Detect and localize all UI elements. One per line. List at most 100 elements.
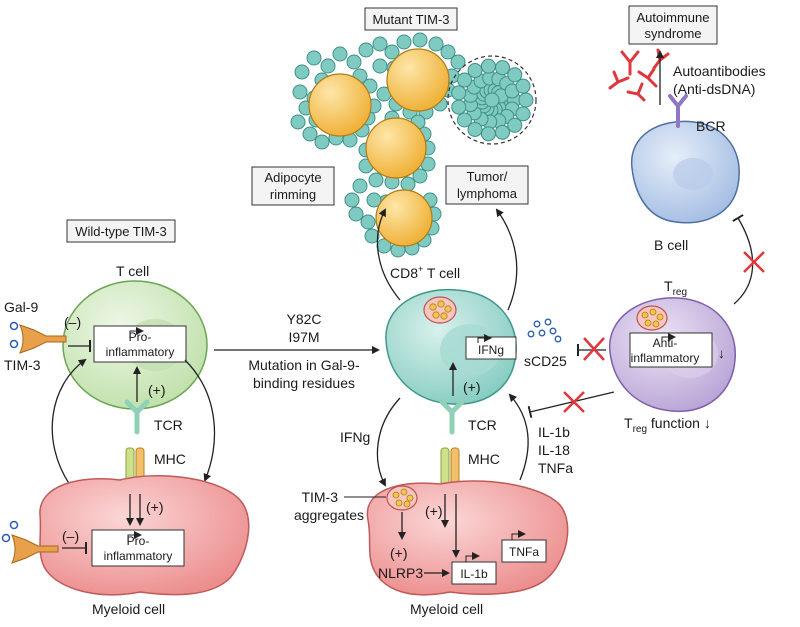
adipocyte-cell xyxy=(308,73,372,137)
il1b-label: IL-1b xyxy=(538,424,570,440)
anti-label-2: inflammatory xyxy=(631,351,700,365)
plus-sign-cd8: (+) xyxy=(463,379,481,395)
small-cell xyxy=(451,85,467,101)
tcr-label-center: TCR xyxy=(468,417,497,433)
small-cell xyxy=(456,72,472,88)
small-cell xyxy=(352,178,368,194)
autoantibodies-icon xyxy=(608,48,670,102)
small-cell xyxy=(400,176,416,192)
small-cell xyxy=(484,92,500,108)
anti-label-1: Anti- xyxy=(653,336,678,350)
small-cell xyxy=(451,99,467,115)
small-cell xyxy=(306,50,322,66)
tcr-label-left: TCR xyxy=(154,417,183,433)
gal9-dot xyxy=(9,321,19,331)
adipocyte-cell xyxy=(365,117,427,179)
small-cell xyxy=(366,192,382,208)
small-cell xyxy=(292,84,308,100)
small-cell xyxy=(290,114,306,130)
small-cell xyxy=(294,64,310,80)
autoimmune-box: Autoimmune syndrome xyxy=(628,5,718,45)
small-cell xyxy=(515,106,531,122)
adipocyte-rimming-box: Adipocyte rimming xyxy=(251,166,335,206)
small-cell xyxy=(348,206,364,222)
treg-label: Treg xyxy=(664,278,687,298)
il18-label: IL-18 xyxy=(538,442,570,458)
small-cell xyxy=(364,228,380,244)
inhibition-x-icon xyxy=(563,391,585,413)
small-cell xyxy=(440,44,456,60)
il1b-box xyxy=(451,561,497,585)
tumor-cluster-illustration xyxy=(290,32,537,258)
small-cell xyxy=(372,58,388,74)
small-cell xyxy=(480,126,496,142)
small-cell xyxy=(384,44,400,60)
mutation-desc-1: Mutation in Gal-9- xyxy=(248,357,360,373)
pro-label-myeloid-2: inflammatory xyxy=(104,549,173,563)
b-cell xyxy=(631,94,740,224)
wildtype-tim3-label: Wild-type TIM-3 xyxy=(75,224,167,239)
small-cell xyxy=(450,54,466,70)
t-cell-label: T cell xyxy=(116,263,149,279)
autoimmune-label-1: Autoimmune xyxy=(637,10,710,25)
small-cell xyxy=(332,46,348,62)
tnfa-box-label: TNFa xyxy=(509,545,539,559)
small-cell xyxy=(412,168,428,184)
tim3-aggregates-label-2: aggregates xyxy=(294,507,364,523)
adipocyte-label-1: Adipocyte xyxy=(264,170,321,185)
small-cell xyxy=(428,36,444,52)
plus-sign-nlrp3: (+) xyxy=(390,545,408,561)
tumor-label-1: Tumor/ xyxy=(467,169,508,184)
mutation-y82c: Y82C xyxy=(286,311,321,327)
gal9-label: Gal-9 xyxy=(4,299,38,315)
myeloid-cell-left-label: Myeloid cell xyxy=(92,601,165,617)
small-cell xyxy=(368,172,384,188)
myeloid-cell-right xyxy=(366,480,569,596)
small-cell xyxy=(518,92,534,108)
small-cell xyxy=(346,54,362,70)
mhc-label-center: MHC xyxy=(468,451,500,467)
wildtype-tim3-box: Wild-type TIM-3 xyxy=(66,219,176,243)
small-cell xyxy=(507,117,523,133)
mutation-desc-2: binding residues xyxy=(253,375,355,391)
pro-label-1: Pro- xyxy=(129,330,152,344)
adipocyte-cell xyxy=(386,48,450,112)
tcr-receptor xyxy=(124,399,150,435)
plus-sign-myeloid: (+) xyxy=(146,499,164,515)
tim3-receptor-myeloid xyxy=(11,534,59,564)
small-cell xyxy=(467,63,483,79)
tnfa-box xyxy=(501,539,547,563)
plus-sign-tcell: (+) xyxy=(148,382,166,398)
small-cell xyxy=(302,126,318,142)
tnfa-label: TNFa xyxy=(538,460,573,476)
tumor-lymphoma-box: Tumor/ lymphoma xyxy=(445,165,529,205)
small-cell xyxy=(495,60,511,76)
pro-label-myeloid-1: Pro- xyxy=(127,534,150,548)
mhc-label-left: MHC xyxy=(154,451,186,467)
tumor-outline xyxy=(447,55,537,145)
small-cell xyxy=(456,112,472,128)
minus-sign-myeloid: (–) xyxy=(62,528,79,544)
bcr-receptor xyxy=(668,94,688,128)
autoimmune-label-2: syndrome xyxy=(644,26,701,41)
small-cell xyxy=(412,32,428,48)
inhibition-x-icon xyxy=(583,337,605,361)
tim3-label: TIM-3 xyxy=(4,357,41,373)
gal9-dot xyxy=(9,339,19,349)
small-cell xyxy=(495,124,511,140)
tcr-receptor-center xyxy=(439,399,465,435)
mhc-complex-center xyxy=(440,447,460,487)
autoantibodies-label-1: Autoantibodies xyxy=(673,63,766,79)
inhibition-x-icon xyxy=(743,251,765,273)
small-cell xyxy=(344,192,360,208)
tumor-label-2: lymphoma xyxy=(457,186,518,201)
adipocyte-label-2: rimming xyxy=(270,187,316,202)
nlrp3-label: NLRP3 xyxy=(378,565,423,581)
bcr-label: BCR xyxy=(696,118,726,134)
small-cell xyxy=(507,67,523,83)
tim3-aggregates-label-1: TIM-3 xyxy=(301,489,338,505)
scd25-dots xyxy=(527,318,562,343)
adipocyte-cell xyxy=(375,189,433,247)
mutation-i97m: I97M xyxy=(288,329,319,345)
pro-label-2: inflammatory xyxy=(106,345,175,359)
